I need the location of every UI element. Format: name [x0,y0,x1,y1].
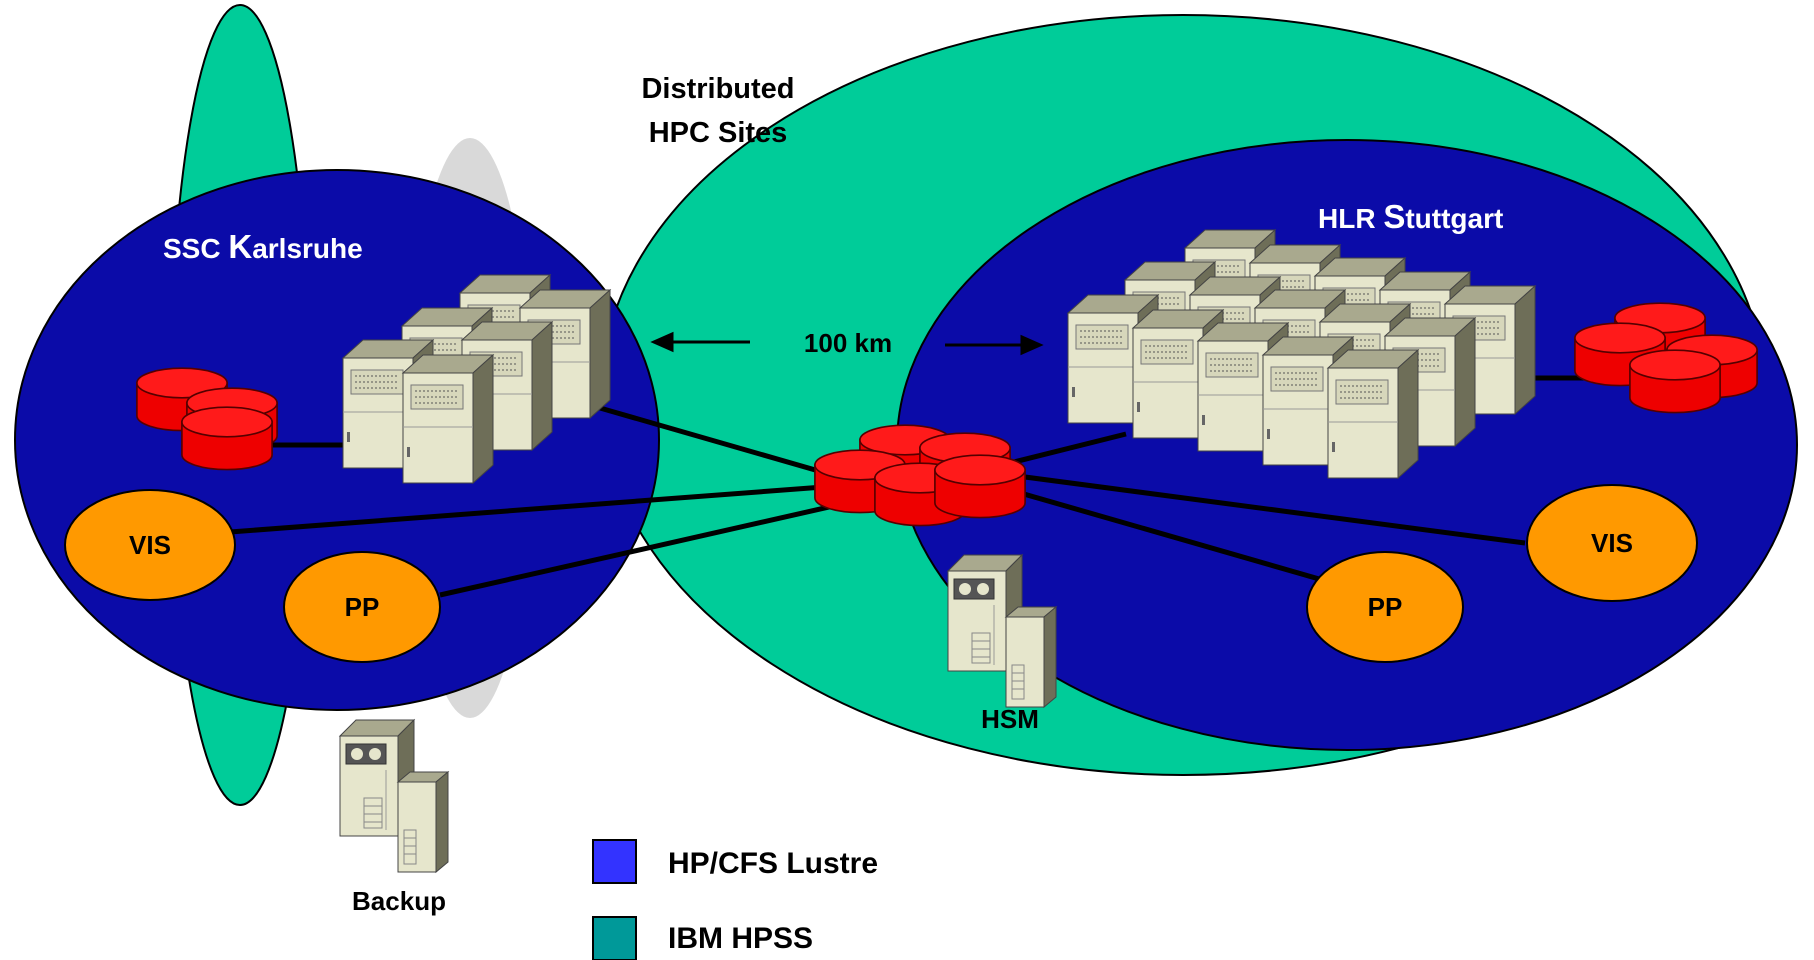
backup-tape-unit [339,719,449,873]
network-links [229,375,1610,598]
vis-node-stuttgart [1526,484,1698,602]
pp-label-stuttgart: PP [1368,592,1403,622]
pp-label-karlsruhe: PP [345,592,380,622]
site-label-karlsruhe: SSC Karlsruhe [163,228,363,265]
diagram-title-line2: HPC Sites [649,117,788,149]
vis-label-stuttgart: VIS [1591,528,1633,558]
legend-swatch-hpss [592,916,637,960]
pp-node-karlsruhe [283,551,441,663]
legend-swatch-lustre [592,839,637,884]
diagram-title-line1: Distributed [641,73,794,105]
site-label-stuttgart: HLR Stuttgart [1318,198,1503,235]
legend: HP/CFS Lustre IBM HPSS [592,839,878,960]
distance-arrows [650,331,1044,356]
legend-label-lustre: HP/CFS Lustre [668,847,878,880]
hsm-label: HSM [981,704,1039,734]
pp-node-stuttgart [1306,551,1464,663]
distance-label: 100 km [804,328,892,358]
vis-node-karlsruhe [64,489,236,601]
backup-label: Backup [352,886,446,916]
vis-label-karlsruhe: VIS [129,530,171,560]
legend-label-hpss: IBM HPSS [668,922,813,955]
